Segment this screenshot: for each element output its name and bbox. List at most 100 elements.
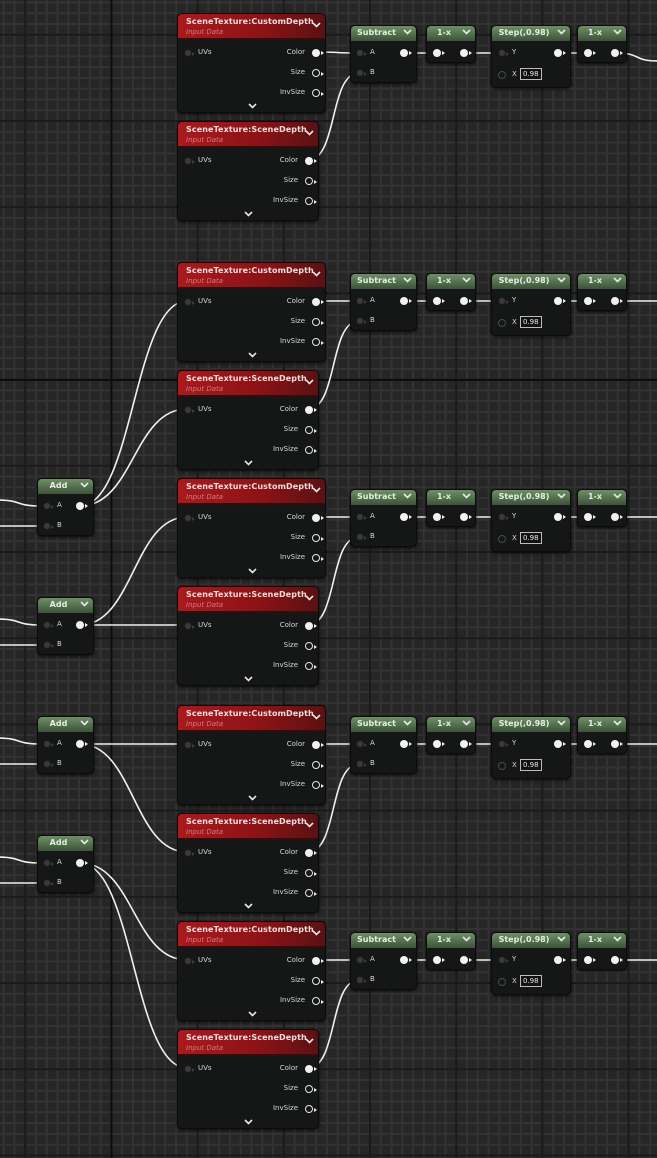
uvs-input-pin[interactable] (184, 849, 195, 857)
chevron-down-icon[interactable] (80, 720, 89, 729)
node-header[interactable]: Step(,0.98) (492, 717, 570, 732)
node-header[interactable]: 1-x (427, 274, 475, 289)
node-header[interactable]: Subtract (351, 274, 416, 289)
color-output-pin[interactable] (305, 406, 317, 414)
uvs-input-pin[interactable] (184, 49, 195, 57)
chevron-down-icon[interactable] (613, 720, 622, 729)
input-pin[interactable] (584, 297, 596, 305)
x-value-input[interactable]: 0.98 (520, 68, 542, 80)
y-input-pin[interactable] (498, 956, 509, 964)
output-pin[interactable] (611, 956, 623, 964)
invsize-output-pin[interactable] (312, 338, 324, 346)
node-header[interactable]: 1-x (578, 490, 626, 505)
chevron-down-icon[interactable] (557, 720, 566, 729)
chevron-down-icon[interactable] (403, 29, 412, 38)
x-input-pin[interactable] (498, 319, 506, 327)
a-input-pin[interactable] (43, 502, 54, 510)
invsize-output-pin[interactable] (305, 662, 317, 670)
uvs-input-pin[interactable] (184, 741, 195, 749)
chevron-down-icon[interactable] (312, 930, 321, 939)
a-input-pin[interactable] (43, 859, 54, 867)
chevron-down-icon[interactable] (462, 493, 471, 502)
output-pin[interactable] (400, 49, 412, 57)
input-pin[interactable] (433, 297, 445, 305)
expand-arrow-icon[interactable] (247, 1011, 257, 1017)
chevron-down-icon[interactable] (462, 29, 471, 38)
b-input-pin[interactable] (43, 522, 54, 530)
one-minus-node[interactable]: 1-x (577, 932, 627, 970)
input-pin[interactable] (584, 956, 596, 964)
b-input-pin[interactable] (356, 317, 367, 325)
invsize-output-pin[interactable] (312, 554, 324, 562)
chevron-down-icon[interactable] (613, 29, 622, 38)
chevron-down-icon[interactable] (312, 714, 321, 723)
invsize-output-pin[interactable] (305, 446, 317, 454)
x-value-input[interactable]: 0.98 (520, 316, 542, 328)
a-input-pin[interactable] (356, 513, 367, 521)
b-input-pin[interactable] (43, 879, 54, 887)
chevron-down-icon[interactable] (403, 936, 412, 945)
uvs-input-pin[interactable] (184, 957, 195, 965)
node-header[interactable]: Step(,0.98) (492, 26, 570, 41)
chevron-down-icon[interactable] (305, 130, 314, 139)
uvs-input-pin[interactable] (184, 514, 195, 522)
b-input-pin[interactable] (356, 533, 367, 541)
output-pin[interactable] (400, 513, 412, 521)
one-minus-node[interactable]: 1-x (426, 932, 476, 970)
node-header[interactable]: 1-x (578, 274, 626, 289)
input-pin[interactable] (584, 740, 596, 748)
size-output-pin[interactable] (305, 642, 317, 650)
size-output-pin[interactable] (305, 177, 317, 185)
output-pin[interactable] (76, 502, 88, 510)
y-input-pin[interactable] (498, 49, 509, 57)
output-pin[interactable] (76, 859, 88, 867)
output-pin[interactable] (611, 740, 623, 748)
chevron-down-icon[interactable] (305, 1038, 314, 1047)
expand-arrow-icon[interactable] (244, 1119, 253, 1125)
output-pin[interactable] (554, 956, 566, 964)
one-minus-node[interactable]: 1-x (577, 25, 627, 63)
one-minus-node[interactable]: 1-x (426, 25, 476, 63)
y-input-pin[interactable] (498, 513, 509, 521)
b-input-pin[interactable] (356, 760, 367, 768)
chevron-down-icon[interactable] (312, 22, 321, 31)
a-input-pin[interactable] (356, 740, 367, 748)
chevron-down-icon[interactable] (613, 936, 622, 945)
color-output-pin[interactable] (312, 298, 324, 306)
uvs-input-pin[interactable] (184, 622, 195, 630)
node-header[interactable]: Step(,0.98) (492, 490, 570, 505)
chevron-down-icon[interactable] (80, 482, 89, 491)
expand-arrow-icon[interactable] (247, 568, 257, 574)
invsize-output-pin[interactable] (305, 889, 317, 897)
size-output-pin[interactable] (312, 534, 324, 542)
invsize-output-pin[interactable] (312, 781, 324, 789)
output-pin[interactable] (554, 49, 566, 57)
output-pin[interactable] (554, 297, 566, 305)
output-pin[interactable] (611, 49, 623, 57)
expand-arrow-icon[interactable] (244, 676, 253, 682)
expand-arrow-icon[interactable] (244, 903, 253, 909)
color-output-pin[interactable] (312, 957, 324, 965)
color-output-pin[interactable] (312, 49, 324, 57)
invsize-output-pin[interactable] (305, 1105, 317, 1113)
a-input-pin[interactable] (356, 49, 367, 57)
input-pin[interactable] (433, 740, 445, 748)
